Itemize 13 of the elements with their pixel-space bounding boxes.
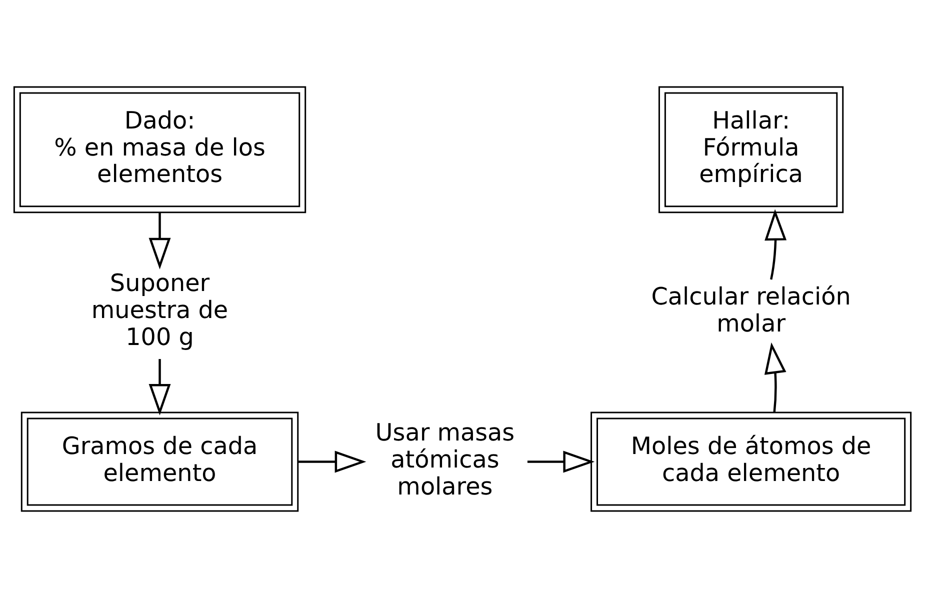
node-text: Suponer muestra de 100 g xyxy=(91,268,228,350)
arrow xyxy=(148,358,171,415)
node-text: Usar masas atómicas molares xyxy=(375,418,515,500)
node-box: Hallar: Fórmula empírica xyxy=(658,86,844,213)
arrow xyxy=(298,450,366,472)
node-box: Moles de átomos de cada elemento xyxy=(590,411,912,512)
arrow xyxy=(148,212,171,269)
node-box: Gramos de cada elemento xyxy=(20,411,299,512)
arrow xyxy=(764,208,787,280)
arrow xyxy=(764,342,786,412)
node-text: Calcular relación molar xyxy=(651,282,851,338)
arrow xyxy=(527,450,595,472)
node-box: Dado: % en masa de los elementos xyxy=(13,86,306,213)
